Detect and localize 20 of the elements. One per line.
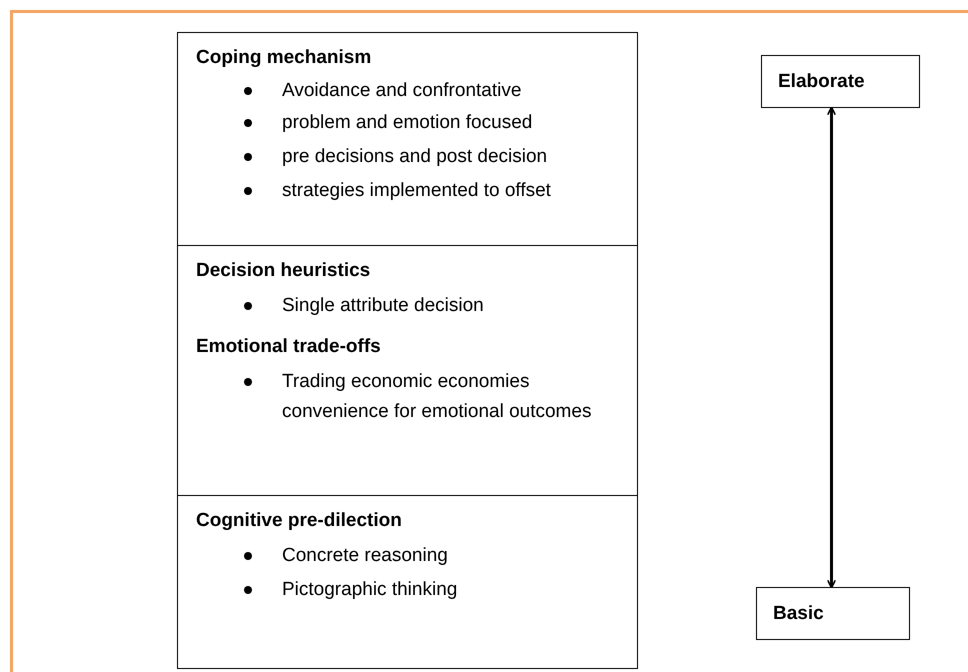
level-box	[761, 55, 920, 108]
bullet-text: Single attribute decision	[282, 294, 485, 318]
bullet-text: problem and emotion focused	[282, 111, 534, 135]
level-label: Elaborate	[778, 70, 865, 92]
category-box	[177, 245, 638, 496]
category-box	[177, 32, 638, 246]
category-heading: Coping mechanism	[196, 47, 372, 69]
level-box	[756, 587, 910, 640]
category-heading: Decision heuristics	[196, 260, 370, 282]
bullet-text: Avoidance and confrontative	[282, 79, 522, 103]
bullet-text: Trading economic economies convenience for emotional outcomes	[282, 370, 592, 424]
category-box	[177, 495, 638, 669]
category-heading: Emotional trade-offs	[196, 336, 381, 358]
double-arrow	[826, 106, 836, 589]
bullet-text: pre decisions and post decision	[282, 145, 548, 169]
category-heading: Cognitive pre-dilection	[196, 510, 402, 532]
bullet-text: strategies implemented to offset	[282, 179, 552, 203]
level-label: Basic	[773, 602, 824, 624]
bullet-text: Concrete reasoning	[282, 544, 449, 568]
bullet-text: Pictographic thinking	[282, 578, 458, 602]
